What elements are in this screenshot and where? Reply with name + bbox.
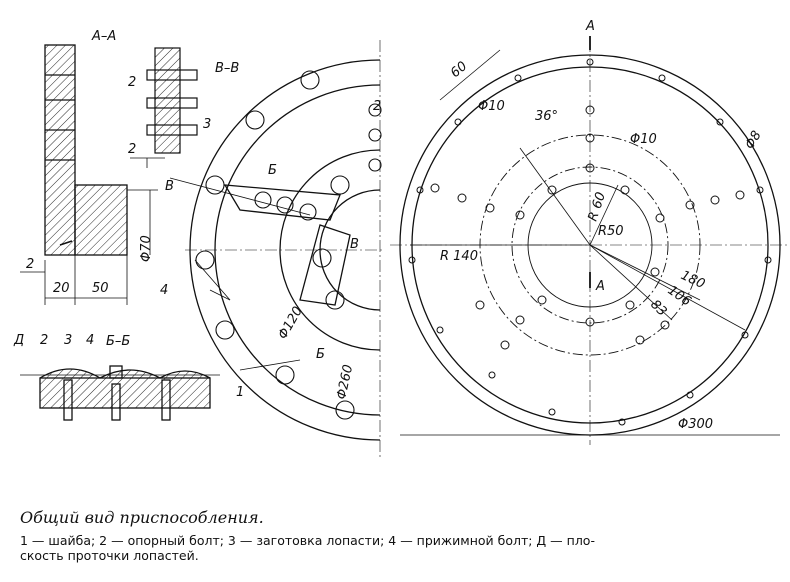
dim-2-b: 2 (128, 142, 136, 157)
mark-a-mid: А (595, 279, 605, 294)
dim-phi300: Φ300 (678, 417, 713, 432)
dim-2-left: 2 (26, 257, 34, 272)
section-vv (169, 40, 385, 460)
mark-b1: Б (268, 163, 277, 178)
caption-legend-line-2: скость проточки лопастей. (20, 548, 199, 563)
vv-bolts (195, 70, 382, 420)
dim-r60: R 60 (586, 190, 609, 223)
part-3-a: 3 (64, 333, 72, 348)
dim-phi10-b: Φ10 (630, 132, 657, 147)
mark-d: Д (13, 333, 24, 348)
dim-phi70: Φ70 (139, 235, 154, 262)
aa-flange (44, 44, 76, 256)
dim-phi10-a: Φ10 (478, 99, 505, 114)
dim-phi260: Φ260 (334, 363, 356, 400)
label-vv: В–В (215, 61, 239, 76)
dim-20: 20 (53, 281, 70, 296)
caption-legend-line-1: 1 — шайба; 2 — опорный болт; 3 — заготов… (20, 533, 595, 548)
dim-36deg: 36° (535, 109, 558, 124)
part-1: 1 (236, 385, 244, 400)
label-bb: Б–Б (106, 334, 130, 349)
figure-caption: Общий вид приспособления. 1 — шайба; 2 —… (12, 508, 782, 563)
part-2-a: 2 (128, 75, 136, 90)
section-bb (20, 365, 220, 421)
caption-title: Общий вид приспособления. (20, 508, 264, 527)
dim-phi8: Φ8 (742, 128, 764, 152)
mark-b2: Б (316, 347, 325, 362)
part-3-b: 3 (203, 117, 211, 132)
plan-view (390, 36, 790, 445)
dim-r140: R 140 (440, 249, 478, 264)
mark-v1: В (165, 179, 174, 194)
detail-bolts (130, 47, 198, 168)
dim-2-c: 2 (373, 99, 381, 114)
mark-v2: В (350, 237, 359, 252)
dim-phi120: Φ120 (275, 304, 306, 342)
mark-a-top: А (585, 19, 595, 34)
part-2-b: 2 (40, 333, 48, 348)
section-aa (20, 44, 158, 305)
technical-drawing: А–А 2 20 50 Φ70 2 2 Б–Б Д 2 3 4 (13, 19, 790, 460)
part-4-b: 4 (160, 283, 168, 298)
dim-r50: R50 (598, 224, 624, 239)
part-4-a: 4 (86, 333, 94, 348)
aa-hub (74, 184, 128, 256)
plan-holes (408, 58, 772, 426)
dim-50: 50 (92, 281, 109, 296)
dim-106: 106 (665, 283, 694, 310)
label-aa: А–А (91, 29, 116, 44)
